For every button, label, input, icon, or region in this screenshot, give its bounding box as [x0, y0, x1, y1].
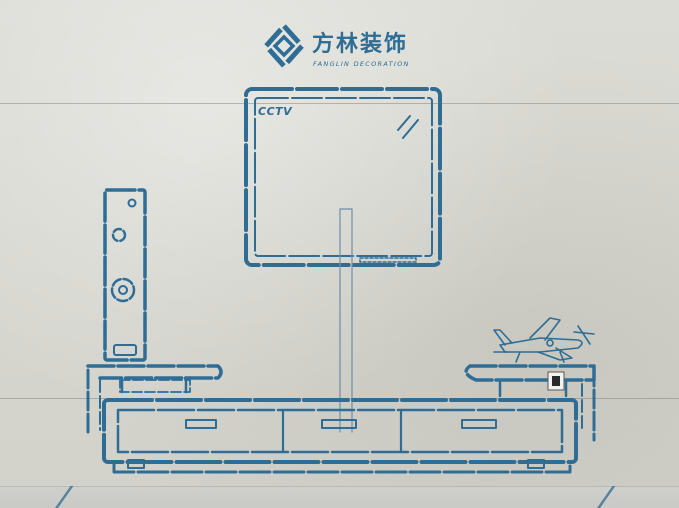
brand-name: 方林装饰	[312, 32, 409, 57]
brand-subtitle: FANGLIN DECORATION	[313, 60, 410, 68]
brand-block: 方林装饰 FANGLIN DECORATION	[262, 22, 422, 78]
floor	[0, 486, 679, 508]
cable-channel	[339, 208, 353, 433]
tv-cabinet	[102, 398, 578, 474]
right-side-table	[464, 364, 596, 442]
tv-channel-logo: CCTV	[258, 105, 293, 118]
brand-logo-icon	[264, 24, 304, 70]
tv-frame	[244, 87, 442, 267]
airplane-model-icon	[493, 317, 595, 363]
left-side-table	[86, 364, 223, 438]
wall-seam	[0, 103, 679, 104]
speaker-icon	[103, 188, 147, 362]
wall-socket-icon	[547, 371, 565, 391]
